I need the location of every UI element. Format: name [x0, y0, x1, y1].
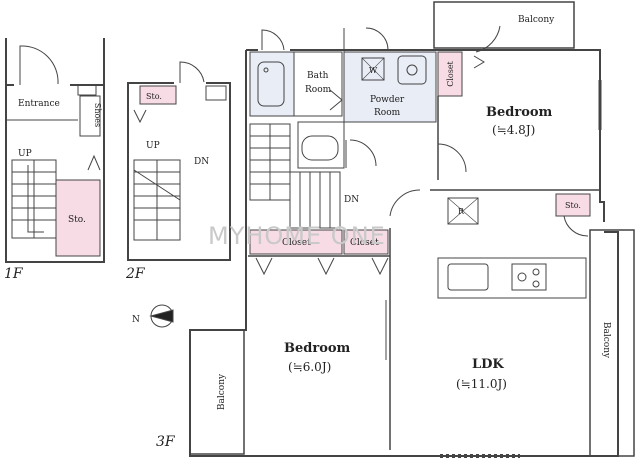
- label-bath-line2: Room: [305, 85, 332, 95]
- label-shoes: Shoes: [93, 103, 102, 127]
- label-ldk: LDK: [472, 357, 504, 372]
- floor-label-2f: 2F: [125, 266, 146, 282]
- label-bedroom-top-size: (≒4.8J): [492, 123, 535, 137]
- north-compass: [149, 304, 174, 328]
- label-dn-3f: DN: [344, 195, 359, 205]
- label-entrance: Entrance: [18, 99, 60, 109]
- label-north: N: [132, 315, 140, 325]
- label-ldk-size: (≒11.0J): [456, 377, 507, 391]
- label-washer: W: [369, 66, 378, 75]
- floor-label-1f: 1F: [4, 266, 24, 282]
- label-closet-mid: Closet: [350, 238, 379, 248]
- label-powder-line2: Room: [374, 108, 401, 118]
- label-balcony-left: Balcony: [217, 373, 227, 410]
- label-closet-top: Closet: [446, 60, 455, 86]
- floor-label-3f: 3F: [156, 434, 176, 450]
- label-up-1f: UP: [18, 149, 32, 159]
- label-refrigerator: R: [458, 207, 465, 216]
- watermark: MYHOME ONE: [208, 222, 386, 250]
- label-closet-left: Closet: [282, 238, 311, 248]
- floor-3f-plan: [189, 1, 635, 458]
- floor-1f-plan: [5, 38, 105, 263]
- label-up-2f: UP: [146, 141, 160, 151]
- label-storage-2f: Sto.: [146, 92, 162, 101]
- label-powder-line1: Powder: [370, 95, 405, 105]
- label-bedroom-top: Bedroom: [486, 105, 553, 120]
- floor-2f-plan: [127, 61, 231, 261]
- label-balcony-top: Balcony: [518, 15, 555, 25]
- label-balcony-right: Balcony: [601, 322, 611, 359]
- label-dn-2f: DN: [194, 157, 209, 167]
- label-bedroom-main: Bedroom: [284, 341, 351, 356]
- label-bedroom-main-size: (≒6.0J): [288, 360, 331, 374]
- label-storage-3f: Sto.: [565, 201, 581, 210]
- label-bath-line1: Bath: [307, 71, 329, 81]
- label-storage-1f: Sto.: [68, 215, 86, 225]
